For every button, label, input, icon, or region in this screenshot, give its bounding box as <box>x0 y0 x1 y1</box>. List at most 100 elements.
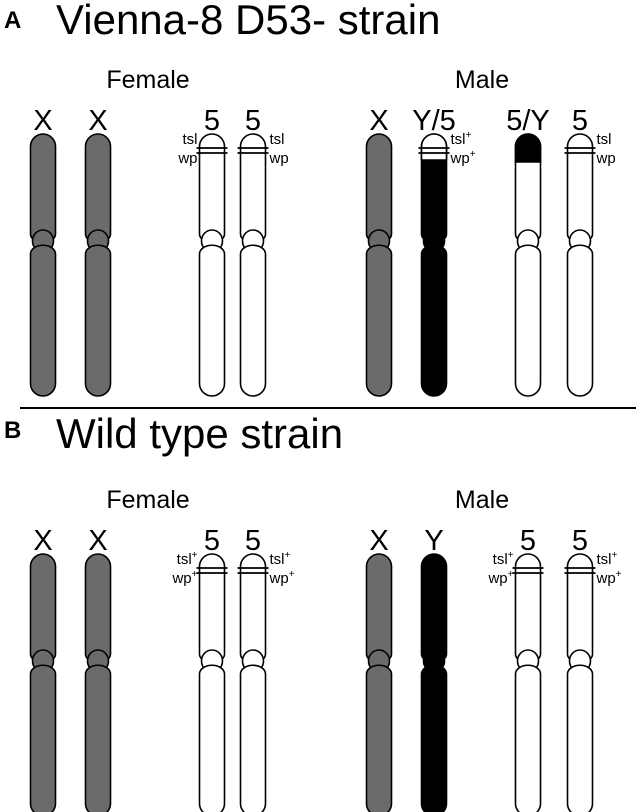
q-arm <box>198 664 226 812</box>
chromosome-label: 5 <box>520 525 536 557</box>
tsl-label: tsl+ <box>270 550 291 568</box>
q-arm <box>365 244 393 397</box>
wp-label: wp+ <box>269 569 295 587</box>
q-arm <box>239 664 267 812</box>
chromosome-x <box>365 553 393 812</box>
wp-label: wp+ <box>171 569 197 587</box>
q-arm <box>198 244 226 397</box>
chromosome-y <box>420 553 448 812</box>
q-arm <box>29 664 57 812</box>
tsl-label: tsl+ <box>177 550 198 568</box>
panel-title: Vienna-8 D53- strain <box>56 0 440 43</box>
chromosome-auto5 <box>566 553 594 812</box>
chromosome-label: X <box>88 105 107 137</box>
p-arm <box>239 133 267 244</box>
p-arm <box>198 133 226 244</box>
chromosome-label: 5 <box>204 525 220 557</box>
p-arm <box>514 553 542 664</box>
q-arm <box>514 244 542 397</box>
p-arm <box>365 133 393 244</box>
chromosome-label: X <box>369 525 388 557</box>
panel-title: Wild type strain <box>56 410 343 457</box>
sex-label: Male <box>455 66 509 94</box>
chromosome-auto5 <box>239 133 267 397</box>
wp-label: wp+ <box>450 149 476 167</box>
p-arm <box>566 133 594 244</box>
chromosome-label: 5 <box>245 105 261 137</box>
tsl-label: tsl <box>183 131 198 148</box>
p-arm <box>29 133 57 244</box>
chromosome-label: X <box>33 525 52 557</box>
sex-label: Male <box>455 486 509 514</box>
chromosome-label: X <box>33 105 52 137</box>
chromosome-y5 <box>420 133 448 397</box>
chromosome-auto5 <box>514 553 542 812</box>
q-arm <box>239 244 267 397</box>
wp-label: wp <box>269 150 289 167</box>
chromosome-x <box>365 133 393 397</box>
chromosome-x <box>84 553 112 812</box>
chromosome-5y <box>514 133 542 397</box>
y-segment <box>514 133 542 163</box>
chromosome-label: Y <box>424 525 443 557</box>
chromosome-label: 5/Y <box>506 105 550 137</box>
chromosome-label: X <box>369 105 388 137</box>
sex-label: Female <box>106 66 189 94</box>
gene-marker: tsl+wp+ <box>487 550 544 587</box>
sex-label: Female <box>106 486 189 514</box>
chromosome-label: 5 <box>572 105 588 137</box>
chromosome-x <box>29 133 57 397</box>
gene-marker: tsl wp <box>237 131 289 167</box>
q-arm <box>420 244 448 397</box>
q-arm <box>84 664 112 812</box>
autosome-segment <box>420 133 448 161</box>
p-arm <box>365 553 393 664</box>
chromosome-x <box>84 133 112 397</box>
chromosome-label: 5 <box>204 105 220 137</box>
p-arm <box>84 133 112 244</box>
panel-letter: A <box>4 7 21 34</box>
tsl-label: tsl+ <box>451 130 472 148</box>
chromosome-x <box>29 553 57 812</box>
tsl-label: tsl+ <box>493 550 514 568</box>
gene-marker: tsl wp <box>177 131 228 167</box>
chromosome-auto5 <box>198 133 226 397</box>
q-arm <box>566 664 594 812</box>
tsl-label: tsl+ <box>597 550 618 568</box>
p-arm <box>29 553 57 664</box>
chromosome-label: X <box>88 525 107 557</box>
chromosome-auto5 <box>198 553 226 812</box>
q-arm <box>365 664 393 812</box>
chromosome-auto5 <box>566 133 594 397</box>
chromosome-label: Y/5 <box>412 105 456 137</box>
p-arm <box>84 553 112 664</box>
tsl-label: tsl <box>270 131 285 148</box>
chromosome-label: 5 <box>572 525 588 557</box>
chromosome-label: 5 <box>245 525 261 557</box>
q-arm <box>566 244 594 397</box>
wp-label: wp <box>177 150 197 167</box>
panel-letter: B <box>4 417 21 444</box>
gene-marker: tsl+wp+ <box>564 550 622 587</box>
wp-label: wp+ <box>487 569 513 587</box>
gene-marker: tsl wp <box>564 131 616 167</box>
q-arm <box>29 244 57 397</box>
p-arm <box>198 553 226 664</box>
tsl-label: tsl <box>597 131 612 148</box>
chromosome-auto5 <box>239 553 267 812</box>
q-arm <box>514 664 542 812</box>
wp-label: wp+ <box>596 569 622 587</box>
p-arm <box>566 553 594 664</box>
q-arm <box>84 244 112 397</box>
p-arm <box>420 553 448 664</box>
p-arm <box>239 553 267 664</box>
q-arm <box>420 664 448 812</box>
wp-label: wp <box>596 150 616 167</box>
